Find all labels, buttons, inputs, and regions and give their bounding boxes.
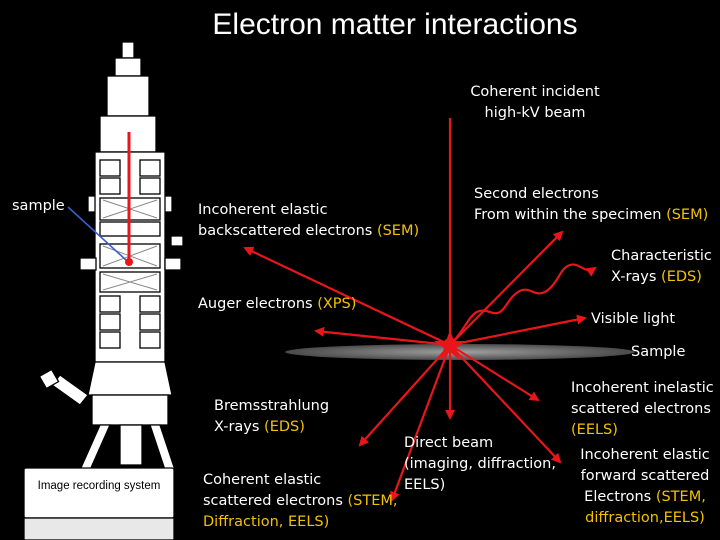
microscope-beam-spot: [125, 258, 133, 266]
page-title: Electron matter interactions: [212, 8, 578, 41]
label-inelastic: Incoherent inelastic scattered electrons…: [571, 380, 714, 438]
ray-xray-wave: [449, 263, 597, 346]
ray-coherent-elastic: [390, 344, 452, 502]
label-sample: Sample: [631, 344, 686, 360]
label-incident: Coherent incident high-kV beam: [470, 84, 600, 121]
label-bremss: Bremsstrahlung X-rays (EDS): [214, 398, 330, 435]
label-xray: Characteristic X-rays (EDS): [611, 248, 712, 285]
ray-backscattered: [243, 246, 451, 346]
label-secondary: Second electrons From within the specime…: [474, 186, 709, 223]
ray-auger: [314, 326, 451, 347]
ray-forward: [449, 344, 562, 464]
label-forward: Incoherent elastic forward scattered Ele…: [580, 447, 710, 526]
label-auger: Auger electrons (XPS): [198, 296, 357, 312]
microscope-illustration: [23, 41, 184, 540]
label-backscattered: Incoherent elastic backscattered electro…: [198, 202, 420, 239]
sample-pointer: [67, 206, 127, 261]
label-visible: Visible light: [591, 311, 676, 327]
ray-bremss: [358, 344, 451, 447]
ray-inelastic: [449, 344, 540, 402]
ray-visible: [449, 314, 587, 347]
column-detail: [102, 199, 158, 291]
ray-secondary: [449, 230, 564, 346]
sample-label: sample: [12, 198, 65, 214]
label-coherent-elastic: Coherent elastic scattered electrons (ST…: [203, 472, 398, 530]
camera-label: Image recording system: [37, 480, 161, 492]
label-direct: Direct beam (imaging, diffraction, EELS): [404, 435, 556, 493]
